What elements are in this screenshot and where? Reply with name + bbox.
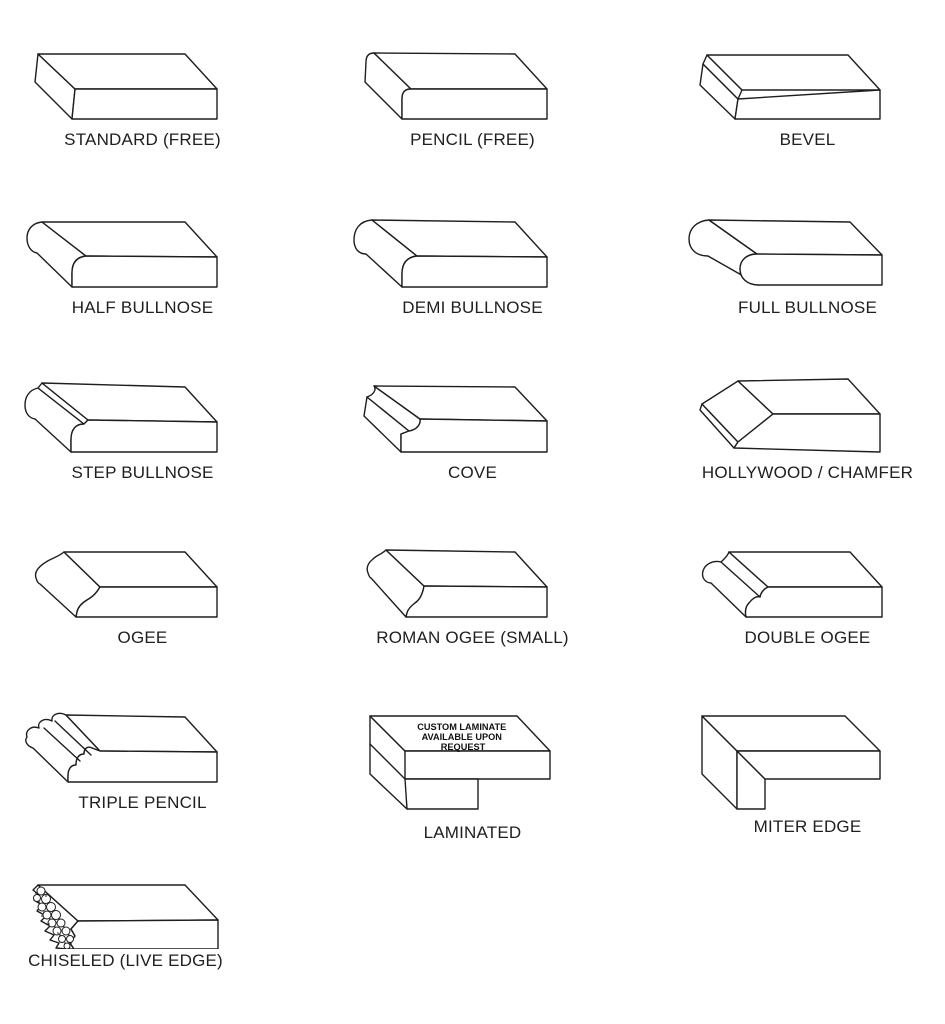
edge-profile-chiseled-live-edge: CHISELED (LIVE EDGE) — [0, 869, 315, 1024]
edge-profile-pencil: PENCIL (FREE) — [315, 28, 630, 196]
empty-cell — [315, 869, 630, 1024]
edge-profile-hollywood-chamfer: HOLLYWOOD / CHAMFER — [630, 361, 945, 526]
edge-profile-half-bullnose: HALF BULLNOSE — [0, 196, 315, 361]
edge-diagram-cove — [363, 385, 548, 453]
edge-diagram-standard — [34, 53, 218, 120]
edge-diagram-double-ogee — [701, 551, 883, 618]
edge-profile-label: PENCIL (FREE) — [410, 130, 535, 149]
edge-profile-triple-pencil: TRIPLE PENCIL — [0, 691, 315, 869]
edge-profile-label: DEMI BULLNOSE — [402, 298, 543, 317]
edge-profile-label: STEP BULLNOSE — [71, 463, 214, 482]
edge-profile-double-ogee: DOUBLE OGEE — [630, 526, 945, 691]
edge-profile-label: TRIPLE PENCIL — [78, 793, 207, 812]
edge-profile-label: HOLLYWOOD / CHAMFER — [701, 463, 914, 482]
edge-profile-label: BEVEL — [779, 130, 836, 149]
edge-diagram-bevel — [699, 54, 881, 120]
edge-diagram-ogee — [34, 551, 218, 618]
edge-diagram-miter-edge — [701, 715, 881, 810]
edge-profile-label: ROMAN OGEE (SMALL) — [376, 628, 569, 647]
edge-diagram-half-bullnose — [26, 221, 218, 288]
edge-profile-standard: STANDARD (FREE) — [0, 28, 315, 196]
edge-profile-bevel: BEVEL — [630, 28, 945, 196]
edge-diagram-chiseled-live-edge — [32, 884, 219, 949]
edge-profile-label: LAMINATED — [423, 823, 522, 842]
edge-profile-label: COVE — [448, 463, 497, 482]
edge-profile-ogee: OGEE — [0, 526, 315, 691]
edge-profile-laminated: CUSTOM LAMINATE AVAILABLE UPON REQUEST L… — [315, 691, 630, 869]
edge-profile-label: FULL BULLNOSE — [738, 298, 877, 317]
edge-diagram-step-bullnose — [24, 382, 218, 453]
empty-cell — [630, 869, 945, 1024]
edge-diagram-laminated: CUSTOM LAMINATE AVAILABLE UPON REQUEST — [369, 715, 551, 810]
edge-profile-cove: COVE — [315, 361, 630, 526]
edge-diagram-triple-pencil — [25, 712, 218, 783]
edge-profile-full-bullnose: FULL BULLNOSE — [630, 196, 945, 361]
edge-profile-label: CHISELED (LIVE EDGE) — [28, 951, 223, 970]
edge-diagram-pencil — [364, 52, 548, 120]
edge-profile-label: DOUBLE OGEE — [744, 628, 871, 647]
edge-profile-label: OGEE — [117, 628, 168, 647]
edge-profile-miter-edge: MITER EDGE — [630, 691, 945, 869]
laminated-note: CUSTOM LAMINATE AVAILABLE UPON REQUEST — [417, 722, 509, 752]
edge-profile-step-bullnose: STEP BULLNOSE — [0, 361, 315, 526]
edge-profile-label: STANDARD (FREE) — [64, 130, 221, 149]
edge-profile-label: MITER EDGE — [753, 817, 862, 836]
edge-profile-label: HALF BULLNOSE — [71, 298, 214, 317]
edge-diagram-roman-ogee-small — [366, 549, 548, 618]
edge-profile-demi-bullnose: DEMI BULLNOSE — [315, 196, 630, 361]
edge-diagram-hollywood-chamfer — [699, 378, 881, 453]
edge-diagram-demi-bullnose — [353, 219, 548, 288]
edge-diagram-full-bullnose — [688, 219, 883, 286]
edge-profile-roman-ogee-small: ROMAN OGEE (SMALL) — [315, 526, 630, 691]
